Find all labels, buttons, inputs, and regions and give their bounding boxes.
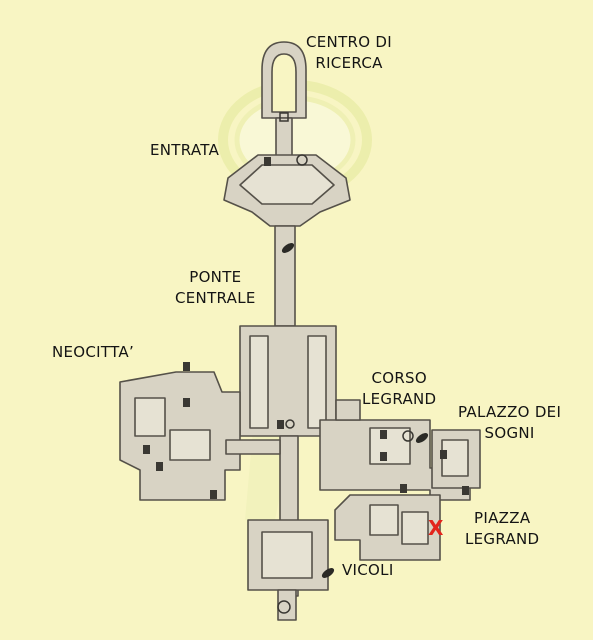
save-point-icon (277, 112, 414, 614)
door-icon (143, 157, 469, 499)
leaf-icon (281, 243, 429, 578)
label-vicoli: VICOLI (342, 561, 394, 579)
label-entrata: ENTRATA (150, 141, 220, 159)
label-neocitta: NEOCITTA’ (52, 343, 135, 361)
target-marker: X (428, 516, 444, 540)
